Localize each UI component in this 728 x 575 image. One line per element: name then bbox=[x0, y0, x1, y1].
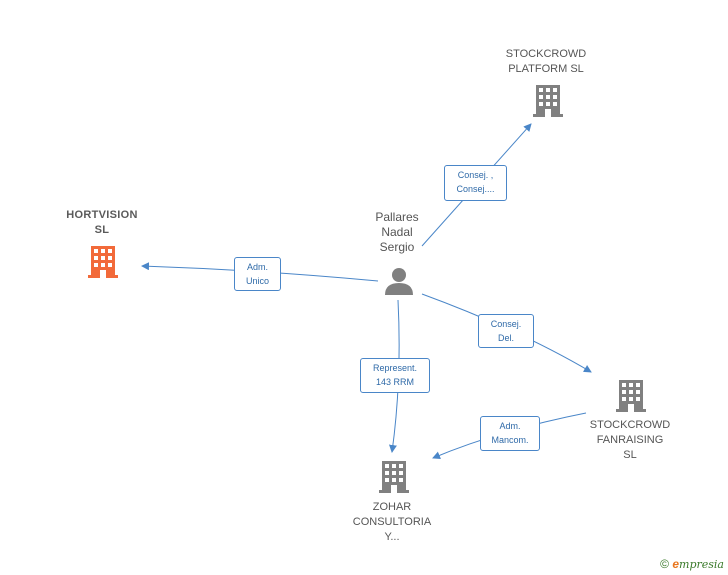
edge-label-consej-del[interactable]: Consej. Del. bbox=[478, 314, 534, 348]
edge-label-represent-rrm[interactable]: Represent. 143 RRM bbox=[360, 358, 430, 393]
node-label-stockcrowd-platform[interactable]: STOCKCROWD PLATFORM SL bbox=[505, 48, 587, 75]
brand-logo-text: mpresia bbox=[679, 558, 724, 571]
node-label-hortvision[interactable]: HORTVISION SL bbox=[66, 209, 138, 236]
brand-logo-e: e bbox=[672, 557, 680, 571]
copyright-icon: © bbox=[660, 557, 669, 571]
building-icon-hortvision[interactable] bbox=[88, 246, 118, 278]
edge-label-adm-unico[interactable]: Adm. Unico bbox=[234, 257, 281, 291]
building-icon-zohar[interactable] bbox=[379, 461, 409, 493]
building-icon-stockcrowd-fanraising[interactable] bbox=[616, 380, 646, 412]
edge-label-adm-mancom[interactable]: Adm. Mancom. bbox=[480, 416, 540, 451]
node-label-zohar[interactable]: ZOHAR CONSULTORIA Y... bbox=[352, 501, 432, 543]
brand-footer: © empresia bbox=[660, 557, 724, 571]
person-icon[interactable] bbox=[385, 268, 413, 295]
edge-label-consej-consej[interactable]: Consej. , Consej.... bbox=[444, 165, 507, 201]
node-label-person[interactable]: Pallares Nadal Sergio bbox=[375, 210, 419, 254]
building-icon-stockcrowd-platform[interactable] bbox=[533, 85, 563, 117]
node-label-stockcrowd-fanraising[interactable]: STOCKCROWD FANRAISING SL bbox=[589, 419, 671, 461]
